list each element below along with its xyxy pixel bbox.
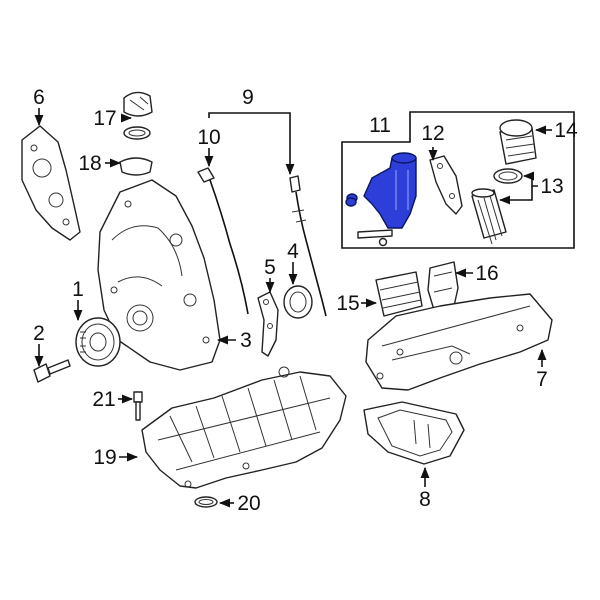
- part-2-bolt[interactable]: [33, 359, 71, 383]
- callout-19[interactable]: 19: [93, 446, 116, 469]
- leader-13a: [522, 171, 538, 187]
- part-9-dipstick-tube[interactable]: [289, 175, 327, 317]
- part-5-gasket[interactable]: [257, 291, 279, 357]
- callout-9[interactable]: 9: [242, 86, 254, 109]
- callout-7[interactable]: 7: [536, 368, 548, 391]
- part-11-oil-filter-housing[interactable]: [345, 152, 417, 247]
- part-18-seal[interactable]: [119, 157, 153, 176]
- callout-6[interactable]: 6: [33, 86, 45, 109]
- callout-17[interactable]: 17: [93, 107, 116, 130]
- part-3-engine-cover[interactable]: [97, 179, 221, 371]
- callout-5[interactable]: 5: [264, 256, 276, 279]
- part-10-dipstick[interactable]: [197, 167, 249, 315]
- callout-16[interactable]: 16: [475, 262, 498, 285]
- part-13-filter-element[interactable]: [471, 168, 523, 245]
- callout-8[interactable]: 8: [419, 488, 431, 511]
- callout-21[interactable]: 21: [92, 388, 115, 411]
- part-20-o-ring[interactable]: [194, 496, 218, 508]
- leader-lines: [34, 108, 552, 508]
- part-21-bolt[interactable]: [133, 391, 143, 421]
- callout-4[interactable]: 4: [287, 240, 299, 263]
- part-19-intake-manifold[interactable]: [141, 366, 347, 489]
- part-14-filter-cap[interactable]: [499, 119, 537, 165]
- callout-20[interactable]: 20: [237, 492, 260, 515]
- part-16-cover[interactable]: [427, 261, 459, 311]
- part-6-cover-plate[interactable]: [21, 125, 81, 241]
- part-12-gasket[interactable]: [429, 155, 463, 215]
- leader-13b: [498, 186, 533, 205]
- callout-14[interactable]: 14: [554, 119, 578, 142]
- callout-18[interactable]: 18: [78, 152, 101, 175]
- callout-1[interactable]: 1: [72, 278, 84, 301]
- part-1-pulley[interactable]: [75, 317, 121, 367]
- part-8-lower-oil-pan[interactable]: [363, 401, 465, 465]
- part-4-seal-ring[interactable]: [283, 285, 313, 319]
- callout-numbers: 6 17 18 1 2 3 9 10 5 4 21 19 20 11 12 14…: [33, 86, 578, 515]
- part-15-oil-cooler[interactable]: [375, 271, 423, 317]
- callout-13[interactable]: 13: [540, 175, 563, 198]
- part-17-oil-cap[interactable]: [123, 91, 153, 140]
- part-7-upper-oil-pan[interactable]: [365, 293, 553, 391]
- callout-10[interactable]: 10: [197, 126, 220, 149]
- callout-2[interactable]: 2: [33, 322, 45, 345]
- callout-3[interactable]: 3: [240, 329, 252, 352]
- callout-11[interactable]: 11: [369, 114, 391, 137]
- part-11-oil-filter-group-box: [341, 111, 575, 249]
- leader-9: [208, 112, 295, 176]
- callout-15[interactable]: 15: [336, 292, 359, 315]
- callout-12[interactable]: 12: [421, 122, 444, 145]
